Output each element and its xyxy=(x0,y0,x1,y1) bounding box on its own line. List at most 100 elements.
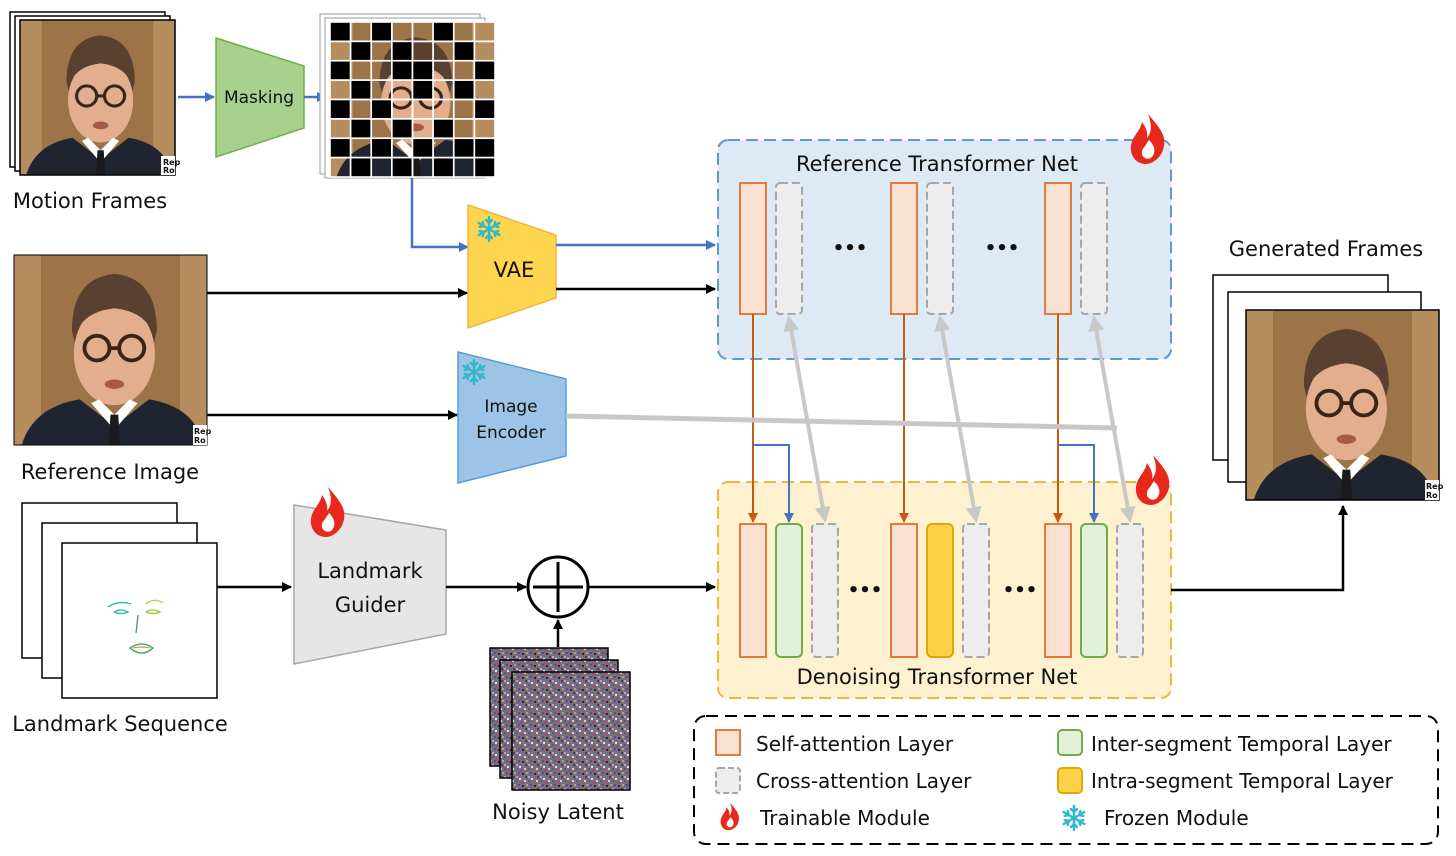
masked-patch xyxy=(411,79,434,101)
arrow xyxy=(1171,505,1348,592)
flame-icon xyxy=(1135,455,1170,505)
self-attention-layer xyxy=(1044,523,1072,658)
frame-watermark: Rep xyxy=(1426,482,1444,491)
motion-frame-image xyxy=(20,20,175,175)
generated-frames-label: Generated Frames xyxy=(1229,237,1423,261)
masking-label: Masking xyxy=(224,88,294,108)
masked-patch xyxy=(473,156,496,178)
masked-patch xyxy=(452,79,476,101)
self-attention-layer xyxy=(739,523,767,658)
masked-patch xyxy=(473,59,496,81)
masked-patch xyxy=(391,118,414,140)
legend: Self-attention Layer Cross-attention Lay… xyxy=(693,715,1439,845)
masked-patch xyxy=(391,156,414,178)
vae-label: VAE xyxy=(494,258,535,282)
masking-module xyxy=(215,36,305,159)
cross-attention-layer xyxy=(1116,523,1144,658)
masked-patch xyxy=(349,79,373,101)
legend-frozen: Frozen Module xyxy=(1104,806,1249,830)
masked-patch xyxy=(349,118,373,140)
landmark-frame xyxy=(61,542,218,699)
intra-segment-temporal-layer xyxy=(926,523,954,658)
image-encoder-label: Image xyxy=(484,397,537,417)
landmark-guider-label: Guider xyxy=(335,593,406,617)
legend-swatch-self-attention xyxy=(715,729,741,756)
legend-intra-segment: Intra-segment Temporal Layer xyxy=(1091,769,1394,793)
cross-attention-layer xyxy=(775,182,803,315)
masked-patch xyxy=(432,21,455,43)
masked-patch xyxy=(432,156,455,178)
self-attention-layer xyxy=(890,182,918,315)
reference-net-title: Reference Transformer Net xyxy=(796,152,1078,176)
frame-watermark: Ro xyxy=(1426,491,1438,500)
self-attention-layer xyxy=(739,182,767,315)
masked-patch xyxy=(370,21,393,43)
legend-inter-segment: Inter-segment Temporal Layer xyxy=(1091,732,1392,756)
encoder-connection xyxy=(565,413,1118,431)
self-attention-layer xyxy=(1044,182,1072,315)
legend-cross-attention: Cross-attention Layer xyxy=(756,769,972,793)
masked-patch xyxy=(411,59,434,81)
cross-attention-layer xyxy=(926,182,954,315)
reference-layers xyxy=(739,182,1108,315)
motion-frames-label: Motion Frames xyxy=(13,189,167,213)
landmark-guider-label: Landmark xyxy=(317,559,423,583)
masked-patch xyxy=(370,98,393,120)
ellipsis: ••• xyxy=(1003,580,1038,601)
masked-patch xyxy=(391,40,414,62)
landmark-sequence-stack xyxy=(21,502,218,699)
arrow xyxy=(410,178,469,252)
landmark-sketch xyxy=(107,599,164,654)
masked-patch xyxy=(473,137,496,159)
masked-patch xyxy=(452,137,476,159)
masked-patch xyxy=(329,21,352,43)
reference-image: Rep Ro xyxy=(13,254,212,446)
frame-watermark: Rep xyxy=(163,158,181,167)
legend-self-attention: Self-attention Layer xyxy=(756,732,954,756)
ellipsis: ••• xyxy=(985,238,1020,259)
masked-patch xyxy=(349,156,373,178)
legend-swatch-cross-attention xyxy=(715,767,741,794)
masked-patch xyxy=(329,98,352,120)
cross-attention-layer xyxy=(1080,182,1108,315)
masked-patch xyxy=(349,40,373,62)
denoising-layers xyxy=(739,523,1144,658)
frame-watermark: Ro xyxy=(163,166,175,175)
cross-attention-layer xyxy=(962,523,990,658)
landmark-sequence-label: Landmark Sequence xyxy=(12,712,228,736)
reference-image-label: Reference Image xyxy=(21,460,199,484)
noisy-latent-label: Noisy Latent xyxy=(492,800,624,824)
legend-swatch-inter-segment xyxy=(1057,729,1083,756)
masked-patch xyxy=(452,40,476,62)
image-encoder-label: Encoder xyxy=(476,423,546,443)
frame-watermark: Ro xyxy=(194,436,206,445)
flame-icon xyxy=(1130,114,1165,164)
generated-frames-stack: Rep Ro xyxy=(1212,274,1444,501)
noisy-latent-stack xyxy=(489,647,631,791)
inter-segment-temporal-layer xyxy=(1080,523,1108,658)
denoising-net-title: Denoising Transformer Net xyxy=(797,665,1078,689)
self-attention-layer xyxy=(890,523,918,658)
double-arrow xyxy=(1088,315,1136,523)
landmark-guider-module xyxy=(293,504,447,665)
masked-patch xyxy=(411,137,434,159)
legend-swatch-intra-segment xyxy=(1057,767,1083,794)
masked-patch xyxy=(329,59,352,81)
inter-segment-temporal-layer xyxy=(775,523,803,658)
generated-frame-image xyxy=(1246,310,1439,500)
masked-patch xyxy=(370,137,393,159)
masked-patch xyxy=(432,118,455,140)
ellipsis: ••• xyxy=(833,238,868,259)
frame-watermark: Rep xyxy=(194,427,212,436)
flame-icon xyxy=(310,487,345,537)
masked-frames xyxy=(319,13,496,179)
double-arrow xyxy=(934,315,982,523)
legend-trainable: Trainable Module xyxy=(759,806,930,830)
masked-patch xyxy=(473,98,496,120)
ellipsis: ••• xyxy=(848,580,883,601)
masked-patch xyxy=(329,137,352,159)
add-operator xyxy=(526,555,590,619)
cross-attention-layer xyxy=(811,523,839,658)
image-encoder-module xyxy=(457,351,567,484)
